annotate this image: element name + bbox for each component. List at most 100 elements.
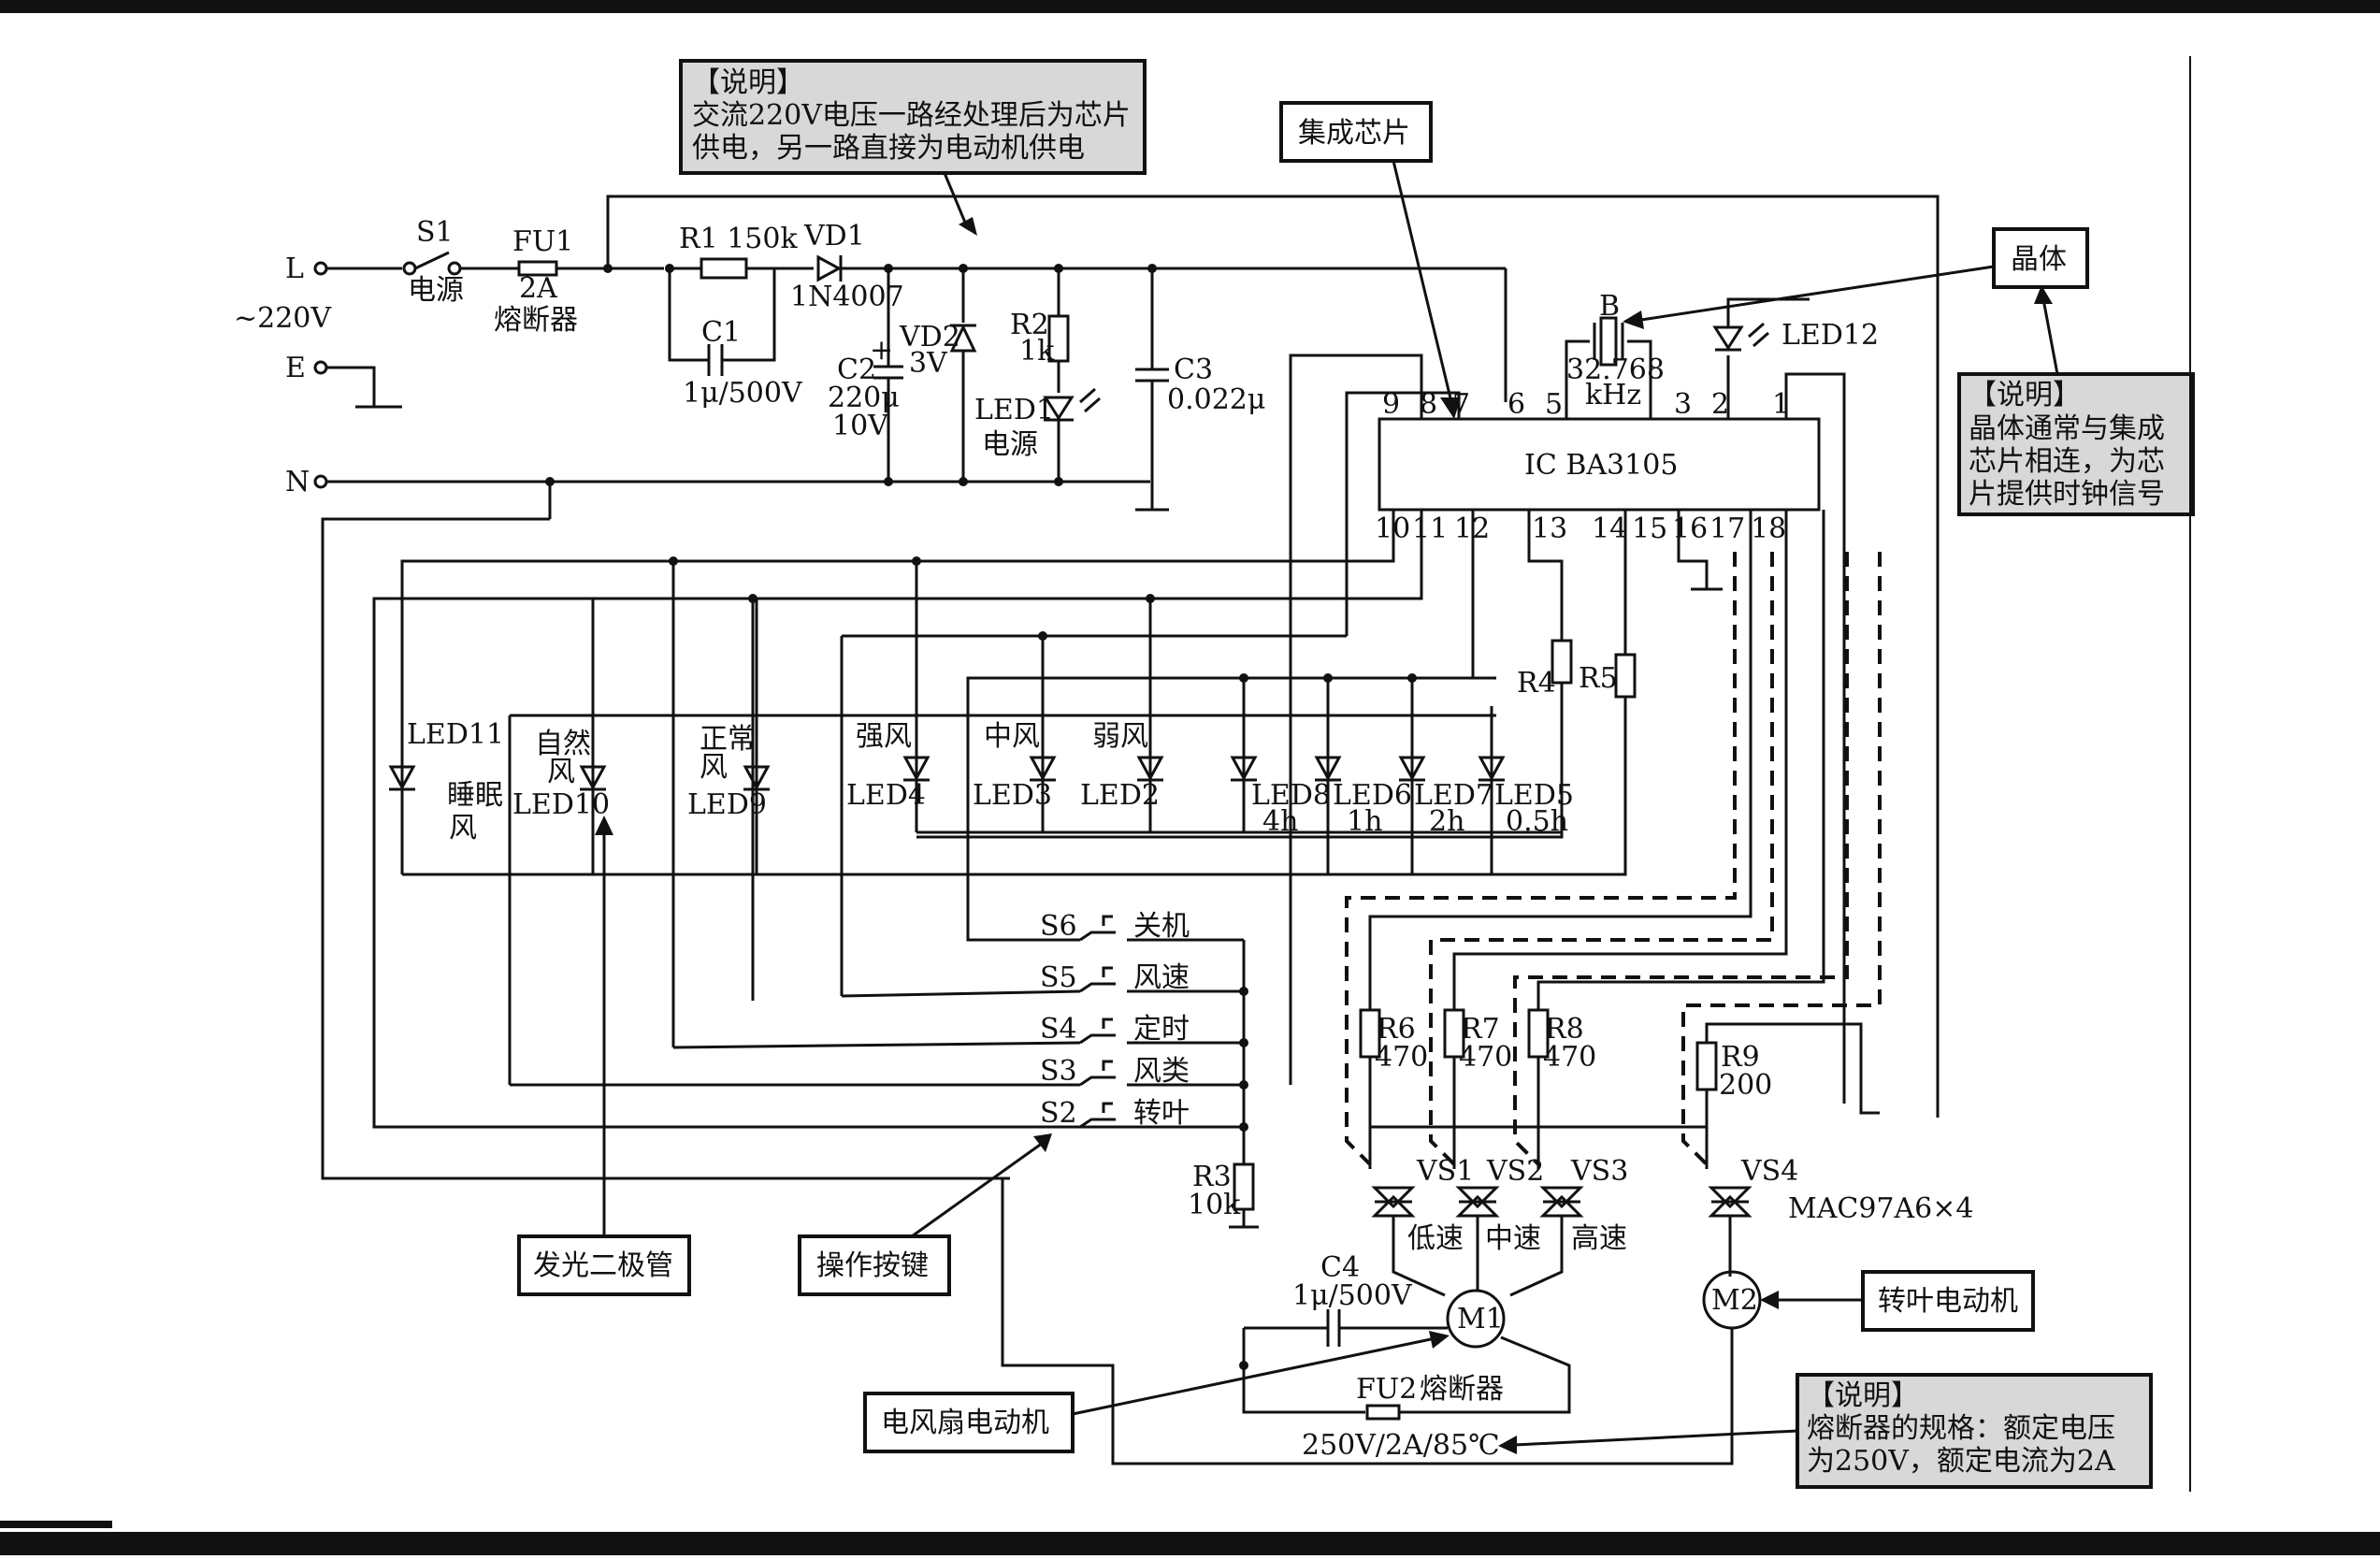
terminal-E-label: E xyxy=(285,352,306,384)
triac-VS3 xyxy=(1539,1186,1584,1218)
LED11-diode xyxy=(388,765,416,791)
VS3-label: VS3 xyxy=(1570,1155,1628,1188)
LED3-desc: 中风 xyxy=(984,720,1040,753)
switch-S6 xyxy=(1079,915,1116,942)
C2-label: C2 xyxy=(837,354,876,386)
C3-label: C3 xyxy=(1174,354,1213,386)
C1-label: C1 xyxy=(701,316,741,349)
R6-value: 470 xyxy=(1375,1041,1428,1074)
triac-drive: R6 470 R7 470 R8 470 R9 200 VS1 VS2 VS3 … xyxy=(1345,510,1974,1297)
VS2-label: VS2 xyxy=(1486,1155,1544,1188)
svg-text:晶体: 晶体 xyxy=(2011,243,2067,276)
R1-resistor xyxy=(700,257,748,280)
LED11-desc1: 睡眠 xyxy=(447,779,503,812)
svg-text:操作按键: 操作按键 xyxy=(816,1249,929,1282)
triac-VS4 xyxy=(1708,1186,1753,1218)
motor-section: M1 M2 C4 1μ/500V FU2 熔断器 250V/2A/85℃ xyxy=(1001,1178,1762,1465)
LED7-label: LED7 xyxy=(1414,779,1493,812)
pin-7: 7 xyxy=(1452,388,1470,421)
LED7-desc: 2h xyxy=(1429,805,1464,838)
R9-value: 200 xyxy=(1719,1069,1772,1102)
pin-13: 13 xyxy=(1532,512,1567,545)
VD1-part: 1N4007 xyxy=(790,281,904,313)
R9-resistor xyxy=(1695,1041,1718,1091)
key-callout: 操作按键 xyxy=(798,1133,1052,1296)
power-supply: R1 150k C1 1μ/500V VD1 1N4007 + C2 220μ … xyxy=(603,195,1940,1118)
terminal-L-label: L xyxy=(285,253,304,285)
R5-resistor xyxy=(1614,653,1637,699)
FU2-label: FU2 xyxy=(1356,1373,1417,1406)
R5-label: R5 xyxy=(1579,662,1618,695)
svg-text:【说明】: 【说明】 xyxy=(1807,1379,1919,1412)
speed-mid: 中速 xyxy=(1485,1222,1541,1255)
S1-desc: 电源 xyxy=(408,274,464,307)
R1-label: R1 150k xyxy=(679,223,798,255)
crystal-callout: 晶体 xyxy=(1623,227,2089,329)
top-border xyxy=(0,0,2380,13)
LED2-desc: 弱风 xyxy=(1092,720,1148,753)
LED8-label: LED8 xyxy=(1251,779,1331,812)
FU1-rating: 2A xyxy=(519,272,557,305)
LED1-label: LED1 xyxy=(974,394,1054,426)
LED10-label: LED10 xyxy=(512,788,610,821)
C3-value: 0.022μ xyxy=(1167,383,1265,416)
R8-label: R8 xyxy=(1545,1013,1584,1046)
LED4-desc: 强风 xyxy=(856,720,912,753)
R6-label: R6 xyxy=(1377,1013,1416,1046)
bottom-border xyxy=(0,1532,2380,1555)
LED9-desc1: 正常 xyxy=(700,723,756,756)
led-callout: 发光二极管 xyxy=(517,816,691,1296)
S6-desc: 关机 xyxy=(1133,910,1190,943)
pin-3: 3 xyxy=(1674,388,1692,421)
LED3-label: LED3 xyxy=(973,779,1052,812)
switch-S2 xyxy=(1079,1102,1116,1129)
svg-text:交流220V电压一路经处理后为芯片: 交流220V电压一路经处理后为芯片 xyxy=(692,99,1131,132)
M2-label: M2 xyxy=(1711,1284,1758,1317)
LED8-desc: 4h xyxy=(1262,805,1298,838)
R7-value: 470 xyxy=(1459,1041,1512,1074)
motor-M1 xyxy=(1446,1289,1506,1349)
FU2-rating: 250V/2A/85℃ xyxy=(1302,1429,1500,1462)
C2-value: 220μ xyxy=(828,382,900,414)
ic-callout: 集成芯片 xyxy=(1279,101,1461,419)
LED5-diode xyxy=(1478,756,1506,782)
FU1-label: FU1 xyxy=(512,225,573,258)
pin-18: 18 xyxy=(1751,512,1786,545)
C4-value: 1μ/500V xyxy=(1292,1279,1413,1312)
svg-text:【说明】: 【说明】 xyxy=(1969,379,2081,411)
pin-6: 6 xyxy=(1507,388,1525,421)
triac-VS1 xyxy=(1371,1186,1416,1218)
VS4-label: VS4 xyxy=(1740,1155,1798,1188)
LED5-desc: 0.5h xyxy=(1506,805,1568,838)
S1-label: S1 xyxy=(416,216,454,249)
motor-callout: 电风扇电动机 xyxy=(863,1331,1450,1453)
C2-volt: 10V xyxy=(832,410,889,442)
pin-14: 14 xyxy=(1592,512,1627,545)
svg-text:芯片相连，为芯: 芯片相连，为芯 xyxy=(1969,445,2165,478)
LED4-label: LED4 xyxy=(846,779,926,812)
terminal-N-label: N xyxy=(285,466,310,498)
VS1-label: VS1 xyxy=(1416,1155,1474,1188)
svg-text:电风扇电动机: 电风扇电动机 xyxy=(881,1407,1049,1439)
svg-text:集成芯片: 集成芯片 xyxy=(1298,117,1410,150)
LED11-desc2: 风 xyxy=(449,812,477,844)
voltage-label: ~220V xyxy=(234,302,332,335)
pin-9: 9 xyxy=(1382,388,1400,421)
note-crystal-callout: 【说明】 晶体通常与集成 芯片相连，为芯 片提供时钟信号 xyxy=(1957,285,2195,516)
LED2-diode xyxy=(1136,756,1164,782)
VD1-diode xyxy=(816,254,843,282)
svg-text:发光二极管: 发光二极管 xyxy=(533,1249,673,1282)
LED3-diode xyxy=(1029,756,1057,782)
S3-label: S3 xyxy=(1040,1055,1077,1088)
LED10-desc2: 风 xyxy=(547,756,575,788)
swing-motor-callout: 转叶电动机 xyxy=(1760,1270,2035,1332)
LED7-diode xyxy=(1398,756,1426,782)
speed-low: 低速 xyxy=(1407,1222,1464,1255)
FU1-desc: 熔断器 xyxy=(494,304,578,337)
LED9-desc2: 风 xyxy=(700,751,728,784)
LED12-diode xyxy=(1712,325,1744,351)
pin-17: 17 xyxy=(1709,512,1745,545)
crystal-unit: kHz xyxy=(1585,379,1641,411)
